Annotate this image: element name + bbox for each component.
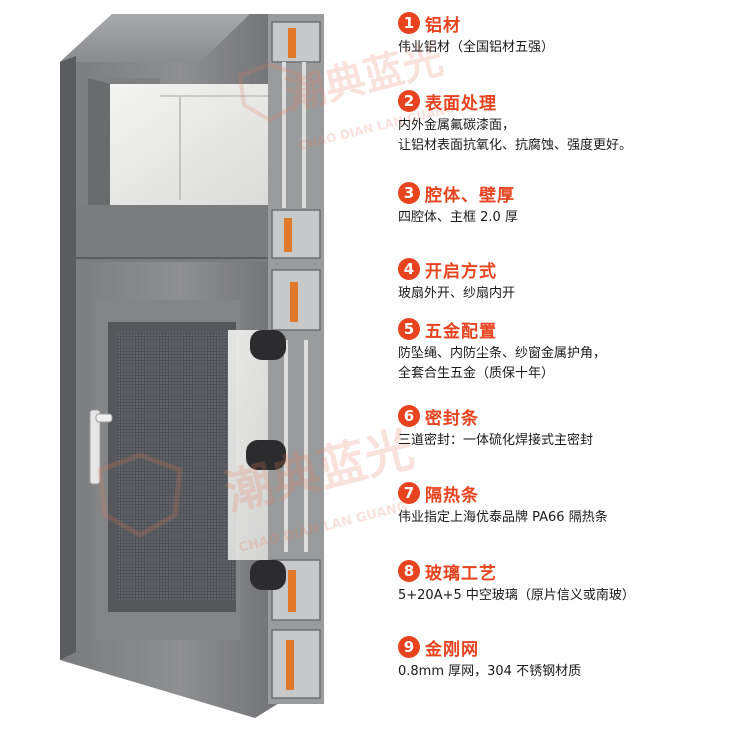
feature-line: 三道密封：一体硫化焊接式主密封 xyxy=(398,433,594,448)
feature-title: 腔体、壁厚 xyxy=(425,185,515,206)
number-badge: 3 xyxy=(398,182,420,204)
feature-line: 5+20A+5 中空玻璃（原片信义或南玻） xyxy=(398,588,635,603)
feature-line: 玻扇外开、纱扇内开 xyxy=(398,286,516,301)
number-badge: 7 xyxy=(398,482,420,504)
number-badge: 6 xyxy=(398,405,420,427)
feature-line: 全套合生五金（质保十年） xyxy=(398,366,555,381)
number-badge: 4 xyxy=(398,258,420,280)
feature-line: 伟业指定上海优泰品牌 PA66 隔热条 xyxy=(398,510,608,525)
watermark-shield-icon-lower xyxy=(97,452,183,538)
feature-title: 表面处理 xyxy=(425,93,497,114)
feature-title: 隔热条 xyxy=(425,485,479,506)
feature-title: 金刚网 xyxy=(425,639,479,660)
feature-description: 内外金属氟碳漆面， 让铝材表面抗氧化、抗腐蚀、强度更好。 xyxy=(398,116,743,156)
feature-description: 四腔体、主框 2.0 厚 xyxy=(398,208,743,228)
feature-description: 防坠绳、内防尘条、纱窗金属护角， 全套合生五金（质保十年） xyxy=(398,344,743,384)
feature-description: 5+20A+5 中空玻璃（原片信义或南玻） xyxy=(398,586,743,606)
feature-description: 伟业铝材（全国铝材五强） xyxy=(398,38,743,58)
feature-line: 内外金属氟碳漆面， xyxy=(398,118,516,133)
number-badge: 1 xyxy=(398,12,420,34)
feature-description: 玻扇外开、纱扇内开 xyxy=(398,284,743,304)
feature-title: 铝材 xyxy=(425,15,461,36)
number-badge: 8 xyxy=(398,560,420,582)
number-badge: 5 xyxy=(398,318,420,340)
feature-description: 三道密封：一体硫化焊接式主密封 xyxy=(398,431,743,451)
feature-line: 0.8mm 厚网，304 不锈钢材质 xyxy=(398,664,582,679)
feature-line: 让铝材表面抗氧化、抗腐蚀、强度更好。 xyxy=(398,138,633,153)
number-badge: 9 xyxy=(398,636,420,658)
feature-description: 0.8mm 厚网，304 不锈钢材质 xyxy=(398,662,743,682)
feature-line: 伟业铝材（全国铝材五强） xyxy=(398,40,555,55)
feature-line: 防坠绳、内防尘条、纱窗金属护角， xyxy=(398,346,607,361)
feature-line: 四腔体、主框 2.0 厚 xyxy=(398,210,518,225)
feature-description: 伟业指定上海优泰品牌 PA66 隔热条 xyxy=(398,508,743,528)
feature-title: 开启方式 xyxy=(425,261,497,282)
feature-title: 五金配置 xyxy=(425,321,497,342)
feature-title: 玻璃工艺 xyxy=(425,563,497,584)
number-badge: 2 xyxy=(398,90,420,112)
watermark-shield-icon xyxy=(237,62,303,123)
feature-title: 密封条 xyxy=(425,408,479,429)
